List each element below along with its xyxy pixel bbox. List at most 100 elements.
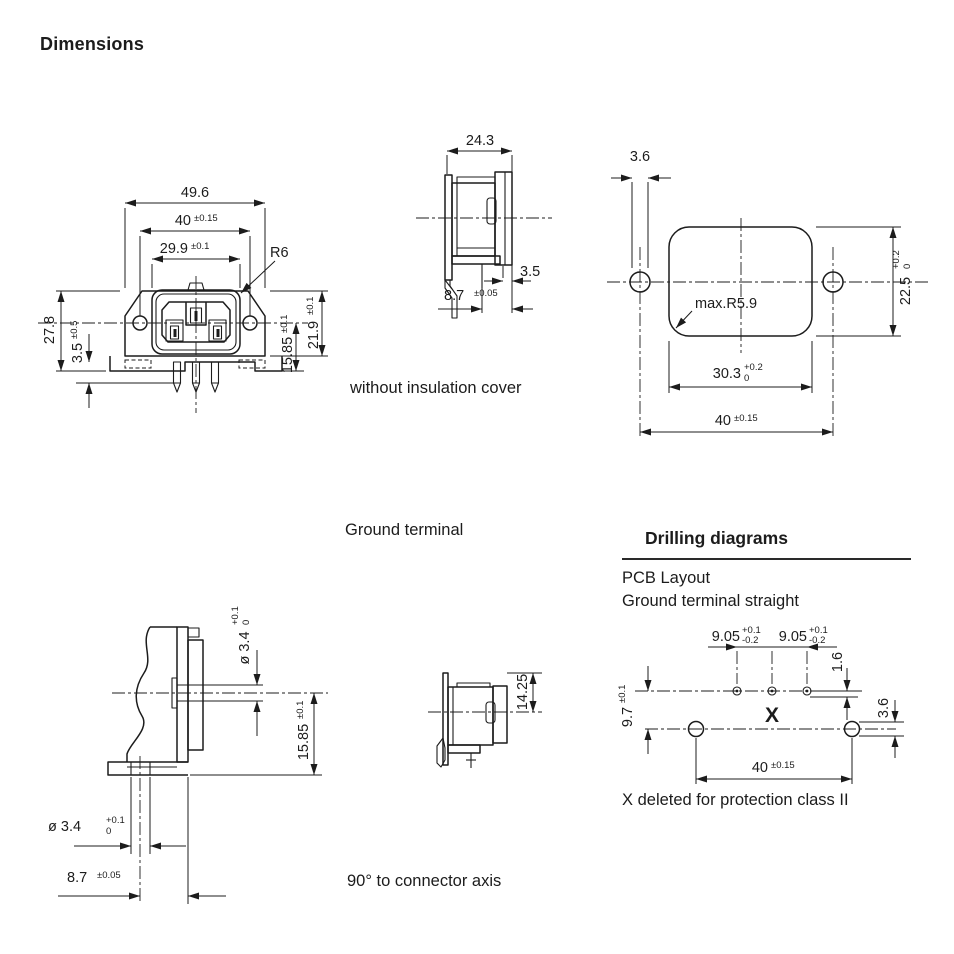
- svg-text:+0.1: +0.1: [230, 606, 241, 625]
- svg-text:±0.15: ±0.15: [194, 213, 218, 224]
- pcb-centerlines: [635, 651, 896, 730]
- connector-body-inner: [155, 293, 237, 351]
- rear-plate: [492, 685, 508, 744]
- cutout-centerlines: [607, 218, 931, 438]
- base-outline: [109, 356, 283, 372]
- earth-pin: [189, 307, 203, 324]
- svg-text:R6: R6: [270, 245, 289, 261]
- svg-text:±0.15: ±0.15: [734, 413, 758, 424]
- dim-cutout-width: 30.3 +0.2 0: [668, 341, 813, 393]
- svg-text:40: 40: [715, 413, 731, 429]
- dim-ground-center-to-base: 15.85 ±0.1: [190, 693, 322, 776]
- svg-text:3.6: 3.6: [630, 149, 650, 165]
- svg-text:27.8: 27.8: [42, 316, 58, 344]
- left-foot-hatch: [124, 359, 152, 369]
- body-profile: [451, 182, 496, 257]
- ground-pin-tab: [185, 302, 207, 326]
- svg-text:±0.1: ±0.1: [295, 701, 306, 719]
- dim-pcb-pitch: 9.05 +0.1 -0.2 9.05 +0.1 -0.2: [708, 625, 837, 651]
- terminal-foot: [451, 255, 501, 265]
- pcb-mounting-hole-left: [687, 720, 705, 738]
- svg-text:+0.1: +0.1: [742, 625, 761, 636]
- terminal-foot: [447, 744, 481, 754]
- svg-text:3.5: 3.5: [520, 264, 540, 280]
- side-view-body: [444, 171, 513, 319]
- dim-front-corner-radius: R6: [240, 245, 289, 294]
- dim-front-overall-width: 49.6: [124, 185, 266, 288]
- dim-pcb-pin-offset: 1.6: [810, 652, 858, 720]
- dim-label: 49.6: [181, 185, 209, 201]
- angle-view-body: [436, 672, 508, 768]
- svg-text:+0.2: +0.2: [744, 362, 763, 373]
- pcb-layout-drawing: X 9.05 +0.1 -0.2 9.05 +0.1 -0.2 1.6 9.7: [617, 625, 904, 784]
- dim-angle-top-to-center: 14.25: [507, 672, 542, 712]
- neutral-pin-slot: [208, 319, 227, 342]
- dim-side-pin-to-face: 8.7 ±0.05: [438, 288, 533, 313]
- svg-text:±0.5: ±0.5: [69, 321, 80, 339]
- svg-text:±0.05: ±0.05: [474, 288, 498, 299]
- pcb-mounting-hole-right: [843, 720, 861, 738]
- panel-hole-left: [629, 271, 651, 293]
- svg-text:-0.2: -0.2: [742, 635, 758, 646]
- drilling-title: Drilling diagrams: [645, 528, 788, 548]
- dim-pcb-hole-dia: 3.6: [859, 698, 904, 758]
- dim-ground-hole-to-face: 8.7 ±0.05: [58, 777, 226, 904]
- angle-view-drawing: 14.25: [428, 672, 542, 768]
- svg-text:15.85: 15.85: [280, 337, 296, 373]
- rear-block: [187, 639, 204, 751]
- dim-ground-hole-dia-side: ø 3.4 +0.1 0: [230, 606, 261, 736]
- svg-text:8.7: 8.7: [444, 288, 464, 304]
- cutout-outline: [668, 226, 813, 337]
- svg-text:1.6: 1.6: [830, 652, 846, 672]
- dim-front-flange-height: 21.9 ±0.1: [270, 290, 328, 357]
- svg-text:±0.1: ±0.1: [305, 297, 316, 315]
- svg-text:0: 0: [106, 826, 111, 837]
- right-foot-hatch: [238, 359, 266, 369]
- page-title: Dimensions: [40, 34, 145, 54]
- svg-text:9.05: 9.05: [712, 629, 740, 645]
- dim-front-face-width: 29.9 ±0.1: [151, 241, 241, 288]
- svg-text:+0.2: +0.2: [891, 250, 902, 269]
- svg-text:+0.1: +0.1: [106, 815, 125, 826]
- panel-hole-right: [822, 271, 844, 293]
- svg-text:14.25: 14.25: [515, 674, 531, 710]
- dim-front-pin-protrusion: 3.5 ±0.5: [69, 321, 180, 408]
- svg-text:8.7: 8.7: [67, 870, 87, 886]
- svg-text:21.9: 21.9: [306, 321, 322, 349]
- drilling-subtitle-line1: PCB Layout: [622, 569, 711, 587]
- svg-text:29.9: 29.9: [160, 241, 188, 257]
- dim-pcb-hole-spacing: 40 ±0.15: [695, 738, 853, 784]
- svg-text:max.R5.9: max.R5.9: [695, 296, 757, 312]
- ground-view-caption: Ground terminal: [345, 521, 464, 539]
- ground-view-body: [107, 626, 263, 776]
- dim-front-hole-spacing: 40 ±0.15: [139, 213, 251, 316]
- dim-cutout-corner-radius: max.R5.9: [675, 296, 757, 329]
- svg-text:-0.2: -0.2: [809, 635, 825, 646]
- svg-text:3.6: 3.6: [876, 698, 892, 718]
- svg-text:15.85: 15.85: [296, 724, 312, 760]
- svg-text:40: 40: [752, 760, 768, 776]
- drilling-subtitle: PCB Layout Ground terminal straight: [622, 567, 799, 613]
- dim-front-center-to-base: 15.85 ±0.1: [279, 315, 304, 373]
- drilling-rule: [622, 558, 911, 560]
- deleted-hole-x-mark: X: [765, 704, 779, 727]
- svg-text:0: 0: [241, 620, 252, 625]
- flange-plate: [176, 626, 189, 763]
- dim-cutout-height: 22.5 +0.2 0: [816, 226, 914, 337]
- svg-text:±0.05: ±0.05: [97, 870, 121, 881]
- svg-text:ø 3.4: ø 3.4: [237, 631, 253, 664]
- solder-pins: [172, 361, 220, 393]
- svg-text:±0.1: ±0.1: [279, 315, 290, 333]
- ground-terminal-drawing: ø 3.4 +0.1 0 15.85 ±0.1 ø 3.4 +0.1 0: [48, 606, 328, 904]
- flange-plate: [444, 174, 453, 281]
- drilling-note: X deleted for protection class II: [622, 791, 849, 809]
- svg-text:9.05: 9.05: [779, 629, 807, 645]
- svg-text:+0.1: +0.1: [809, 625, 828, 636]
- dim-side-depth: 24.3: [446, 133, 513, 313]
- c14-opening: [161, 301, 231, 343]
- front-view-centerlines: [38, 276, 308, 413]
- svg-text:24.3: 24.3: [466, 133, 494, 149]
- svg-text:±0.1: ±0.1: [191, 241, 209, 252]
- svg-text:40: 40: [175, 213, 191, 229]
